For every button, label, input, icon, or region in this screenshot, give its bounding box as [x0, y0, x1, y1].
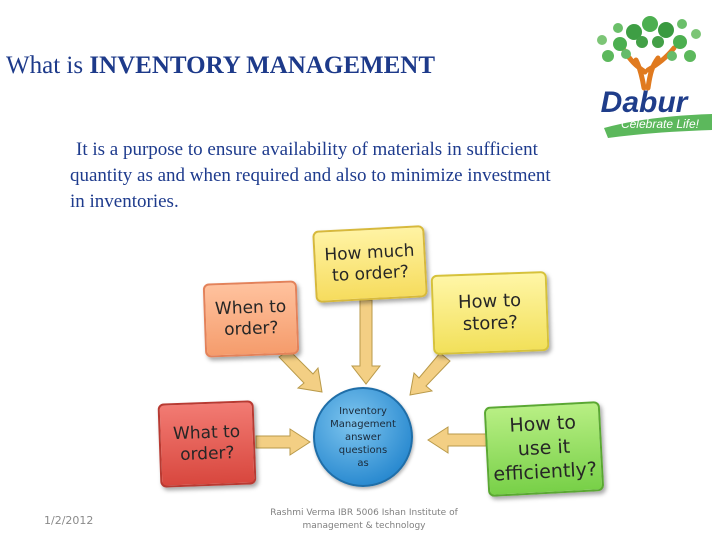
center-circle: Inventory Management answer questions as [313, 387, 413, 487]
body-line-2: quantity as and when required and also t… [70, 165, 551, 186]
footer-credit-line-2: management & technology [302, 521, 426, 531]
footer-credit-line-1: Rashmi Verma IBR 5006 Ishan Institute of [270, 508, 458, 518]
center-line-1: Inventory [339, 405, 387, 417]
card-when-line-2: order? [223, 318, 279, 340]
center-line-4: questions [338, 444, 388, 456]
logo-tagline: Celebrate Life! [621, 117, 700, 131]
arrow-from-use [427, 426, 487, 454]
card-store-line-1: How to [457, 289, 522, 313]
title-prefix: What is [6, 52, 90, 79]
tagline-ribbon: Celebrate Life! [604, 114, 712, 138]
dabur-logo: Dabur Celebrate Life! [597, 16, 712, 138]
arrow-from-what [255, 428, 311, 456]
slide-title: What is INVENTORY MANAGEMENT [6, 52, 435, 80]
card-what-line-2: order? [179, 443, 235, 465]
center-line-2: Management [330, 418, 396, 430]
card-much-line-2: to order? [331, 261, 410, 286]
card-store-line-2: store? [462, 312, 519, 335]
tree-icon [597, 16, 701, 91]
card-what-line-1: What to [172, 421, 241, 444]
title-bold: INVENTORY MANAGEMENT [89, 52, 435, 79]
arrow-from-much [350, 299, 382, 385]
center-line-5: as [357, 457, 369, 469]
card-when-line-1: When to [214, 296, 287, 319]
body-text: It is a purpose to ensure availability o… [70, 137, 710, 215]
arrow-from-store [409, 352, 451, 396]
arrow-from-when [278, 349, 323, 393]
body-line-3: in inventories. [70, 191, 179, 212]
footer-credit: Rashmi Verma IBR 5006 Ishan Institute of… [250, 507, 478, 533]
footer-date: 1/2/2012 [44, 514, 94, 527]
body-line-1: It is a purpose to ensure availability o… [76, 139, 538, 160]
card-use-line-3: efficiently? [492, 458, 598, 486]
logo-brand: Dabur [601, 86, 690, 119]
center-line-3: answer [344, 431, 382, 443]
